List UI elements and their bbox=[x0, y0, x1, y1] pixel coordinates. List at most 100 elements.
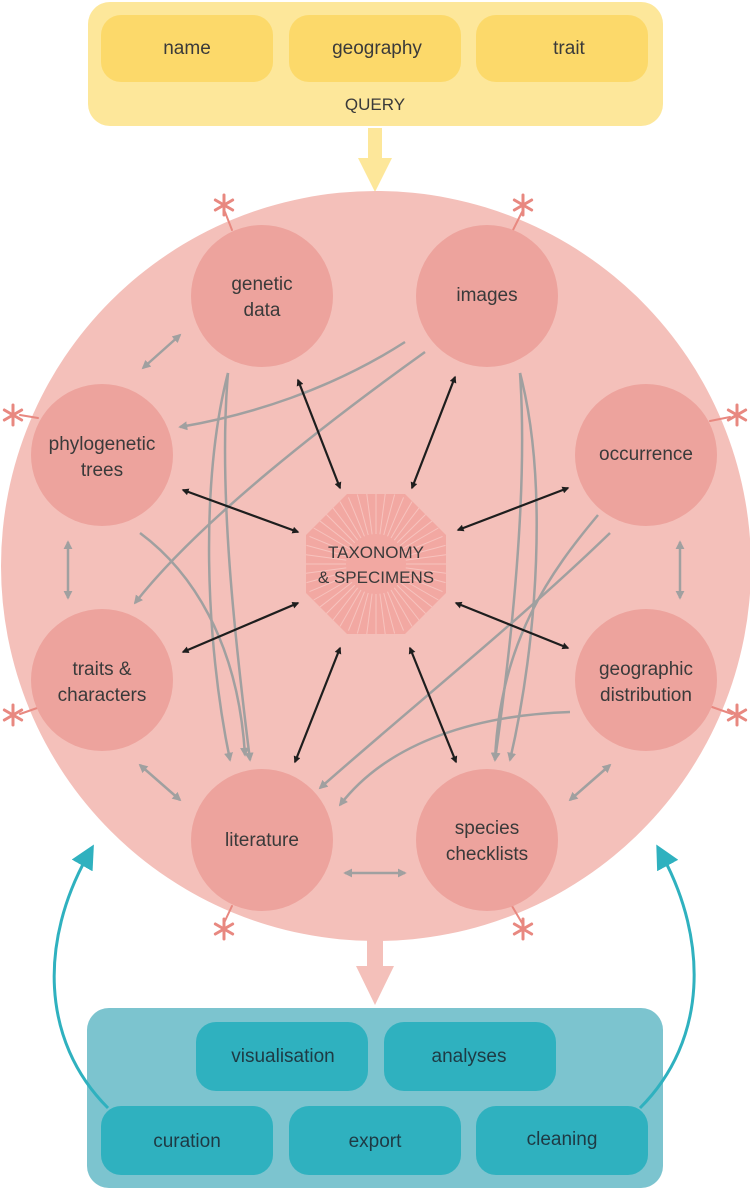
center-ray bbox=[390, 589, 413, 627]
node-species-checklists-label-1: species bbox=[455, 818, 519, 839]
center-ray bbox=[405, 554, 446, 561]
node-species-checklists-label-2: checklists bbox=[446, 844, 528, 865]
node-geographic-distribution[interactable]: geographic distribution bbox=[575, 609, 717, 751]
arrow-phylo-genetic bbox=[141, 333, 182, 370]
center-ray bbox=[366, 494, 373, 535]
center-ray bbox=[393, 506, 421, 541]
center-ray bbox=[403, 575, 443, 593]
node-images[interactable]: images bbox=[416, 225, 558, 367]
node-phylogenetic-trees-label-1: phylogenetic bbox=[49, 434, 156, 455]
center-ray bbox=[401, 527, 439, 550]
node-literature[interactable]: literature bbox=[191, 769, 333, 911]
center-ray bbox=[356, 592, 369, 634]
node-genetic-data-label-2: data bbox=[244, 300, 281, 321]
center-ray bbox=[306, 567, 347, 574]
asterisk-icons bbox=[2, 193, 748, 941]
center-ray bbox=[399, 581, 434, 609]
arrow-center-genetic bbox=[296, 378, 342, 490]
center-ray bbox=[387, 497, 405, 537]
asterisk-icon bbox=[213, 193, 235, 217]
arrow-images-checklists-b bbox=[491, 372, 524, 762]
query-item-geography[interactable]: geography bbox=[289, 15, 461, 82]
asterisk-icon bbox=[213, 917, 235, 941]
center-ray bbox=[347, 497, 365, 537]
arrow-checklists-geographic bbox=[568, 763, 612, 802]
query-panel: name geography trait QUERY bbox=[88, 2, 663, 126]
node-genetic-data[interactable]: genetic data bbox=[191, 225, 333, 367]
asterisk-icon bbox=[512, 193, 534, 217]
output-panel: visualisation analyses curation export c… bbox=[87, 1008, 663, 1188]
center-ray bbox=[347, 591, 365, 631]
center-ray bbox=[306, 571, 348, 584]
asterisk-icon bbox=[2, 703, 24, 727]
center-ray bbox=[401, 578, 439, 601]
node-traits-characters-label-1: traits & bbox=[72, 659, 131, 680]
asterisk-icon bbox=[512, 917, 534, 941]
query-item-trait-label: trait bbox=[553, 38, 585, 59]
center-ray bbox=[309, 575, 349, 593]
center-ray bbox=[306, 554, 347, 561]
center-ray bbox=[309, 535, 349, 553]
query-item-geography-label: geography bbox=[332, 38, 422, 59]
center-ray bbox=[383, 592, 396, 634]
query-item-trait[interactable]: trait bbox=[476, 15, 648, 82]
feedback-arrows bbox=[52, 844, 696, 1110]
center-ray bbox=[356, 494, 369, 536]
center-ray bbox=[383, 494, 396, 536]
center-label-1: TAXONOMY bbox=[328, 543, 424, 562]
node-occurrence[interactable]: occurrence bbox=[575, 384, 717, 526]
arrow-images-traits bbox=[133, 350, 426, 605]
query-down-arrow bbox=[358, 128, 392, 192]
center-taxonomy-specimens[interactable]: TAXONOMY & SPECIMENS bbox=[304, 492, 448, 636]
node-geographic-distribution-label-1: geographic bbox=[599, 659, 693, 680]
center-rays bbox=[306, 494, 446, 634]
arrow-center-phylo bbox=[181, 488, 300, 534]
arrow-traits-literature bbox=[138, 763, 182, 802]
center-connectors bbox=[181, 375, 570, 764]
output-item-curation-label: curation bbox=[153, 1131, 221, 1152]
center-ray bbox=[339, 501, 362, 539]
output-item-cleaning[interactable]: cleaning bbox=[476, 1106, 648, 1175]
arrow-center-literature bbox=[293, 646, 342, 764]
center-ray bbox=[390, 501, 413, 539]
center-ray bbox=[379, 494, 386, 535]
query-item-name[interactable]: name bbox=[101, 15, 273, 82]
output-item-visualisation[interactable]: visualisation bbox=[196, 1022, 368, 1091]
asterisk-icon bbox=[2, 403, 24, 427]
asterisk-decorations bbox=[19, 211, 733, 924]
center-ray bbox=[387, 591, 405, 631]
node-occurrence-label: occurrence bbox=[599, 444, 693, 465]
center-ray bbox=[306, 544, 348, 557]
node-species-checklists[interactable]: species checklists bbox=[416, 769, 558, 911]
output-item-cleaning-label: cleaning bbox=[527, 1129, 598, 1150]
node-phylogenetic-trees[interactable]: phylogenetic trees bbox=[31, 384, 173, 526]
center-ray bbox=[331, 506, 359, 541]
output-item-analyses[interactable]: analyses bbox=[384, 1022, 556, 1091]
asterisk-icon bbox=[726, 403, 748, 427]
node-geographic-distribution-label-2: distribution bbox=[600, 685, 692, 706]
center-ray bbox=[404, 544, 446, 557]
node-traits-characters-label-2: characters bbox=[58, 685, 147, 706]
arrow-genetic-literature-a bbox=[207, 372, 233, 762]
output-item-export[interactable]: export bbox=[289, 1106, 461, 1175]
center-ray bbox=[399, 519, 434, 547]
output-item-export-label: export bbox=[349, 1131, 403, 1152]
node-images-label: images bbox=[456, 285, 517, 306]
center-ray bbox=[379, 593, 386, 634]
asterisk-icon bbox=[726, 703, 748, 727]
arrow-genetic-literature-b bbox=[223, 372, 254, 762]
arrow-occurrence-literature bbox=[318, 532, 611, 790]
node-phylogenetic-trees-label-2: trees bbox=[81, 460, 123, 481]
arrow-center-occurrence bbox=[456, 486, 570, 532]
center-ray bbox=[403, 535, 443, 553]
output-item-curation[interactable]: curation bbox=[101, 1106, 273, 1175]
center-ray bbox=[339, 589, 362, 627]
node-traits-characters[interactable]: traits & characters bbox=[31, 609, 173, 751]
center-ray bbox=[396, 512, 428, 544]
arrow-images-checklists-a bbox=[507, 372, 538, 762]
arrow-images-phylo bbox=[178, 340, 406, 431]
center-ray bbox=[404, 571, 446, 584]
center-ray bbox=[366, 593, 373, 634]
node-genetic-data-label-1: genetic bbox=[231, 274, 292, 295]
